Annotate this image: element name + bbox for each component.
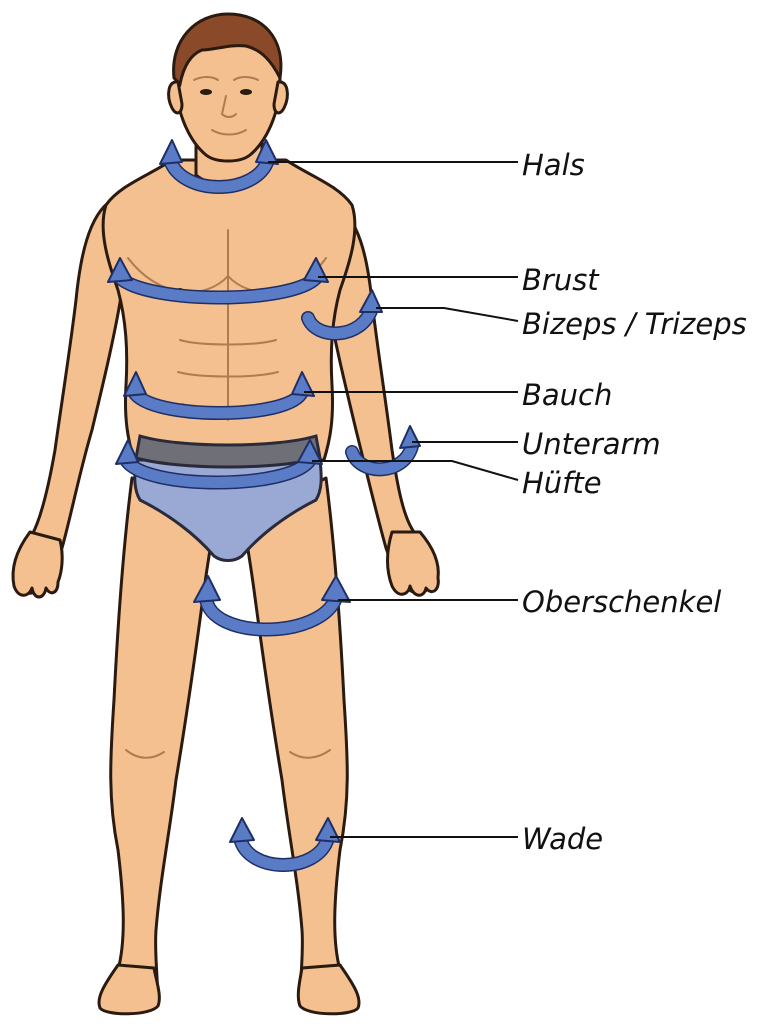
label-biceps: Bizeps / Trizeps [522,307,747,341]
chest-arrow-left-icon [107,257,133,283]
hair [172,12,283,88]
belly-arrow-left-icon [123,371,147,397]
label-chest: Brust [522,263,600,297]
left-hand [11,530,64,599]
calf-tape [229,817,341,872]
belly-arrow-right-icon [291,371,315,397]
hip-arrow-right-icon [297,439,323,465]
biceps-leader [376,307,519,322]
left-foot [97,963,161,1016]
abs-line-1 [179,339,277,346]
left-ear [167,80,184,115]
right-knee-line [289,749,331,759]
right-hand [386,530,440,597]
belly-tape [123,371,315,420]
right-eye [240,89,252,95]
forearm-arrow-icon [399,425,421,449]
label-hip: Hüfte [522,466,602,500]
human-figure-illustration [11,12,440,1016]
hip-tape [115,439,323,490]
label-forearm: Unterarm [522,427,661,461]
left-leg [101,476,216,1014]
biceps-arrow-icon [359,289,383,313]
label-neck: Hals [522,148,585,182]
biceps-tape [301,289,383,341]
label-calf: Wade [522,822,603,856]
left-eyebrow [193,76,219,81]
right-ear [272,80,289,115]
left-eye [200,89,212,95]
mouth [211,129,247,136]
nose [220,95,237,118]
neck-tape [159,139,279,194]
label-belly: Bauch [522,378,612,412]
right-eyebrow [233,76,259,81]
neck-arrow-left-icon [159,139,183,165]
hip-arrow-left-icon [115,439,139,465]
thigh-arrow-right-icon [321,575,351,603]
left-knee-line [125,749,165,759]
measuring-tapes [107,139,421,872]
hip-leader [312,460,519,481]
measurement-labels: Hals Brust Bizeps / Trizeps Bauch Untera… [522,148,747,856]
abs-line-2 [177,371,279,378]
neck-arrow-right-icon [255,139,279,165]
right-foot [296,963,361,1016]
right-leg [242,476,357,1014]
leader-lines [268,161,519,838]
thigh-tape [193,575,351,637]
label-thigh: Oberschenkel [522,585,721,619]
thigh-arrow-left-icon [193,575,221,603]
calf-arrow-left-icon [229,817,255,843]
